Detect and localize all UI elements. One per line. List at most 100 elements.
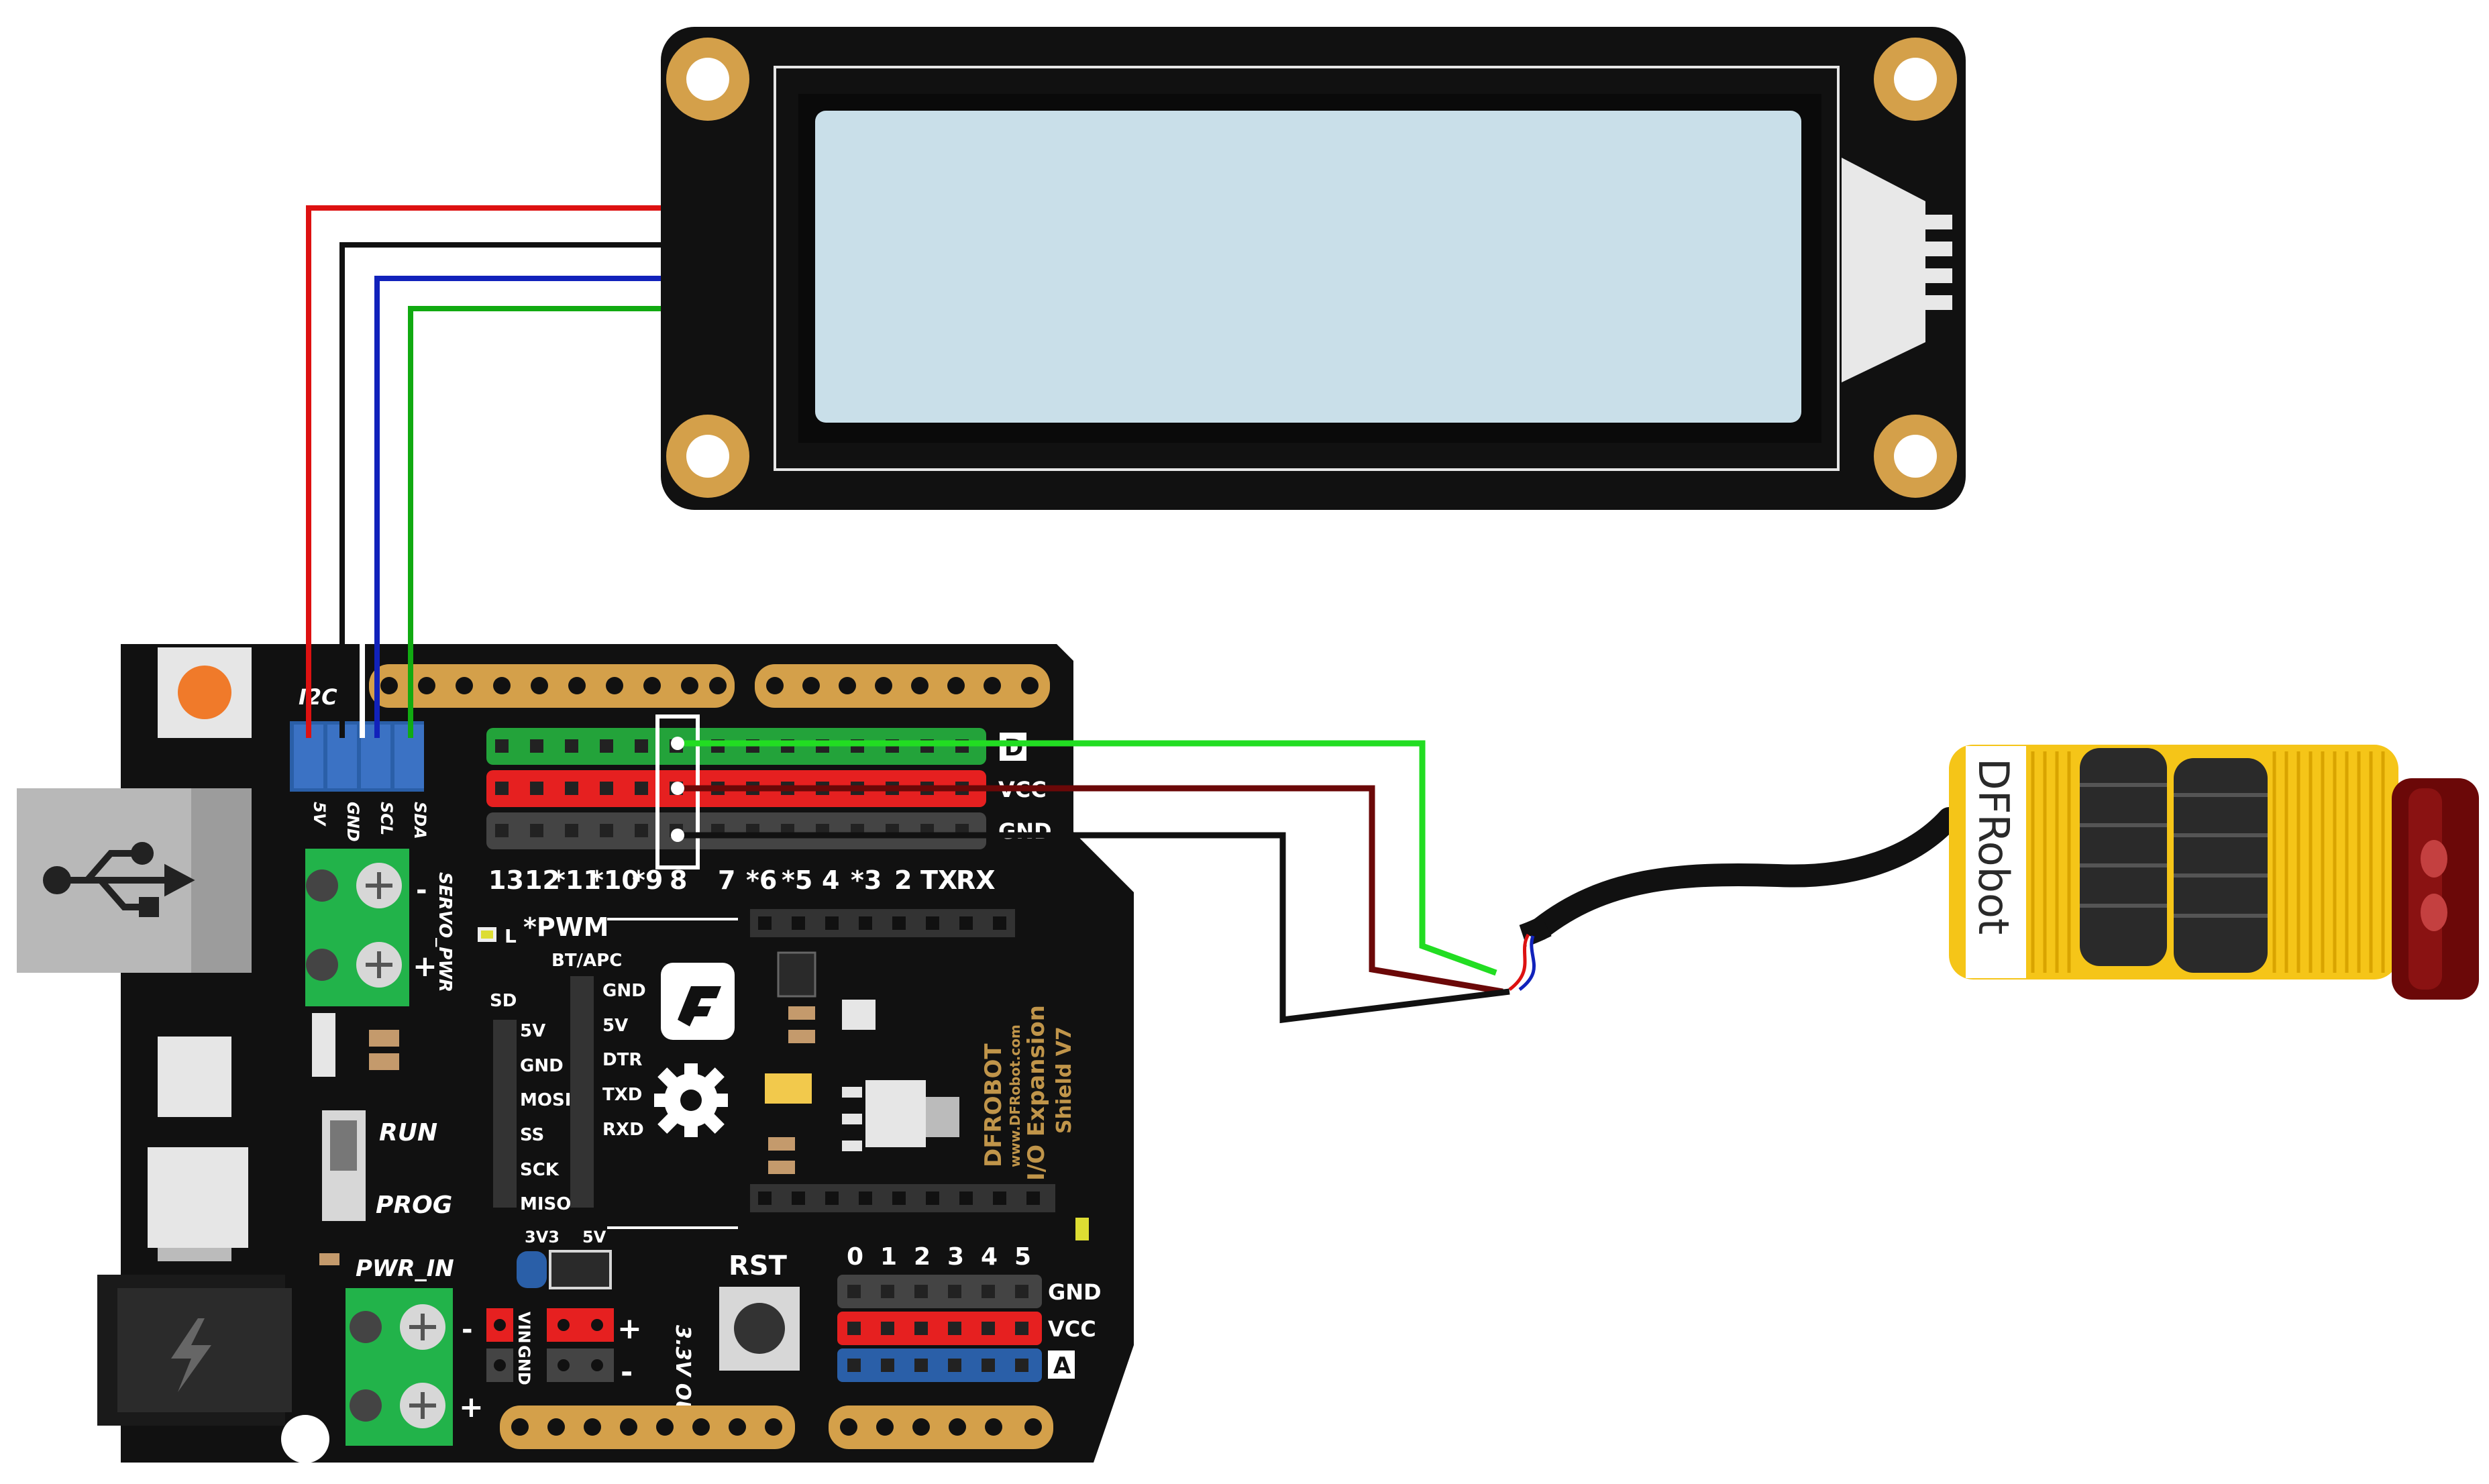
header-pin (948, 1359, 961, 1372)
bt-pin-label: GND (602, 981, 646, 1001)
header-pin (914, 1359, 928, 1372)
lcd-screen (815, 111, 1801, 423)
analog-row-gnd: GND (1048, 1279, 1102, 1305)
pwr-in-terminal: PWR_IN - + (319, 1253, 484, 1446)
sd-pin-label: GND (520, 1056, 564, 1076)
servo-pwr-label: SERVO_PWR (435, 872, 455, 992)
header-pin (982, 1322, 995, 1335)
led-label: L (505, 925, 517, 947)
analog-pin-label: 5 (1014, 1243, 1031, 1271)
i2c-label: I2C (299, 684, 337, 710)
sd-pin-label: MOSI (520, 1090, 571, 1110)
v5-label: 5V (582, 1228, 606, 1247)
analog-header: 0 1 2 3 4 5 GND VCC A (837, 1218, 1102, 1382)
header-pin (881, 1359, 894, 1372)
run-prog-switch[interactable]: RUN PROG (322, 1110, 452, 1221)
header-pin (993, 1191, 1006, 1205)
bt-label: BT/APC (551, 951, 622, 971)
header-pin (792, 1191, 805, 1205)
icsp-header-bottom (750, 1184, 1055, 1212)
wire-red (306, 205, 661, 738)
header-pin (1015, 1322, 1028, 1335)
analog-pin-label: 4 (981, 1243, 998, 1271)
header-pin (635, 739, 648, 753)
bt-pin-label: TXD (602, 1085, 642, 1105)
prog-label: PROG (376, 1191, 452, 1219)
analog-row-vcc: VCC (1048, 1316, 1096, 1342)
digital-header: D VCC GND 13 12 *11 *10 *9 8 7 *6 *5 4 *… (486, 714, 1052, 895)
analog-row-a: A (1053, 1353, 1071, 1379)
analog-pin-label: 0 (847, 1243, 863, 1271)
gear-icon (654, 1063, 728, 1137)
header-pin (914, 1322, 928, 1335)
i2c-header: I2C 5V GND SCL SDA (290, 684, 429, 842)
sd-pin-label: MISO (520, 1194, 571, 1214)
brand-line: www.DFRobot.com (1007, 1024, 1023, 1167)
header-pin (959, 1191, 973, 1205)
header-pin (1015, 1359, 1028, 1372)
run-label: RUN (379, 1119, 437, 1147)
sd-pin-label: 5V (520, 1021, 545, 1041)
icsp-header-top (750, 909, 1015, 937)
i2c-wires (306, 205, 661, 738)
svg-text:+: + (413, 949, 437, 984)
header-pin (530, 782, 543, 795)
header-pin (859, 916, 872, 930)
header-pin (881, 1285, 894, 1298)
header-pin (825, 916, 839, 930)
header-pin (600, 824, 613, 837)
header-pin (847, 1322, 861, 1335)
header-pads-bottom-right (829, 1406, 1053, 1449)
pwm-label: *PWM (523, 912, 608, 942)
sensor-brand: DFRobot (1969, 758, 2018, 935)
rst-label: RST (729, 1251, 788, 1281)
header-pin (495, 824, 509, 837)
analog-pin-label: 3 (947, 1243, 964, 1271)
i2c-pin-label: GND (343, 802, 362, 842)
header-pin (926, 1191, 939, 1205)
power-wire (678, 785, 1503, 995)
pin-8-highlight (655, 714, 700, 869)
header-pin (948, 1285, 961, 1298)
pin-label: 7 (718, 865, 735, 895)
brand-line: Shield V7 (1053, 1026, 1076, 1134)
pin-label: 2 (894, 865, 912, 895)
row-label-gnd: GND (998, 818, 1052, 844)
header-pin (758, 1191, 772, 1205)
v33-label: 3V3 (525, 1228, 560, 1247)
sensor-wires (678, 740, 1510, 1024)
wire-blue (374, 276, 661, 738)
pin-label: 13 (488, 865, 524, 895)
i2c-pin-label: 5V (310, 802, 329, 827)
bt-pin-label: DTR (602, 1050, 642, 1070)
wire-black (339, 242, 661, 738)
header-pin (495, 782, 509, 795)
header-pin (600, 782, 613, 795)
bt-pin-label: 5V (602, 1016, 628, 1036)
header-pin (948, 1322, 961, 1335)
header-pin (892, 1191, 906, 1205)
header-pin (847, 1359, 861, 1372)
pin-label: RX (956, 865, 996, 895)
header-pin (959, 916, 973, 930)
pin-label: *3 (851, 865, 882, 895)
reset-button[interactable]: RST (719, 1251, 800, 1371)
pin-label: *11 (552, 865, 601, 895)
usb-connector (17, 788, 252, 973)
header-pin (792, 916, 805, 930)
servo-power-terminal: - + SERVO_PWR (305, 849, 455, 1006)
sd-pin-label: SCK (520, 1160, 560, 1180)
expansion-shield: I2C 5V GND SCL SDA - + SERVO_PWR (17, 644, 1134, 1463)
shield-brand: DFROBOT www.DFRobot.com I/O Expansion Sh… (980, 1005, 1076, 1181)
header-pin (530, 739, 543, 753)
sd-pin-label: SS (520, 1125, 544, 1145)
header-pin (926, 916, 939, 930)
header-pin (825, 1191, 839, 1205)
header-pin (565, 824, 578, 837)
svg-text:-: - (621, 1355, 633, 1389)
cable-breakout (1508, 933, 1536, 991)
gnd-small-label: GND (515, 1345, 533, 1385)
header-pin (495, 739, 509, 753)
header-pin (881, 1322, 894, 1335)
